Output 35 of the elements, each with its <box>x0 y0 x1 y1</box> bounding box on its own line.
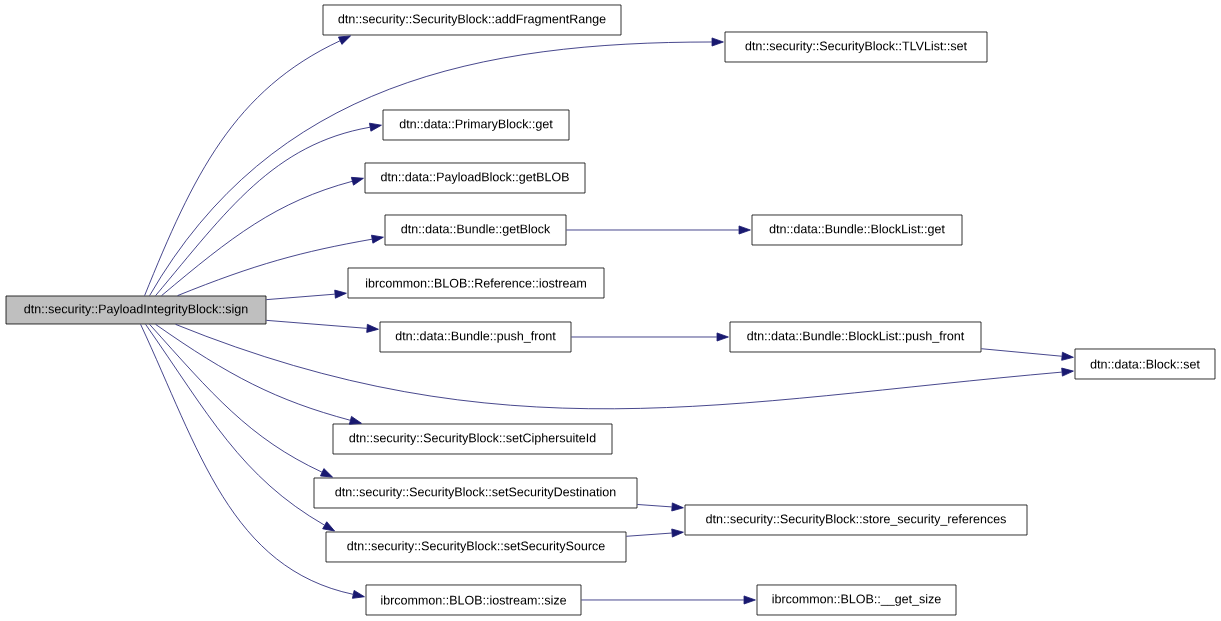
arrow <box>149 37 724 296</box>
arrow <box>145 324 335 532</box>
function-box: dtn::data::Bundle::BlockList::push_front <box>729 321 982 353</box>
function-box: dtn::data::Bundle::push_front <box>379 321 572 353</box>
function-box: dtn::security::SecurityBlock::store_security_references <box>684 504 1028 536</box>
function-box: dtn::data::Block::set <box>1074 348 1216 380</box>
arrow <box>177 234 384 296</box>
arrow <box>140 324 365 599</box>
arrow <box>144 35 351 296</box>
function-box: dtn::security::SecurityBlock::addFragmentRange <box>322 4 622 36</box>
function-box: dtn::security::SecurityBlock::TLVList::set <box>724 31 988 63</box>
arrow <box>981 348 1074 361</box>
function-box: dtn::data::Bundle::BlockList::get <box>751 214 963 246</box>
arrow <box>637 502 684 512</box>
function-box: dtn::data::PrimaryBlock::get <box>382 109 570 141</box>
arrow <box>266 319 379 333</box>
arrow <box>155 324 362 425</box>
arrow <box>581 595 756 605</box>
arrow <box>566 225 751 235</box>
arrow <box>175 324 1074 410</box>
arrow <box>149 324 333 478</box>
function-box: dtn::security::SecurityBlock::setSecuritySource <box>325 531 627 563</box>
arrow <box>266 289 347 301</box>
function-box: dtn::security::SecurityBlock::setCiphersuiteId <box>332 423 613 455</box>
function-box: dtn::security::SecurityBlock::setSecurityDestination <box>313 477 638 509</box>
function-box: dtn::data::PayloadBlock::getBLOB <box>364 162 586 194</box>
arrow <box>626 528 684 538</box>
function-box: ibrcommon::BLOB::__get_size <box>756 584 957 616</box>
function-box: ibrcommon::BLOB::iostream::size <box>365 584 582 616</box>
function-box: dtn::data::Bundle::getBlock <box>384 214 567 246</box>
function-box: dtn::security::PayloadIntegrityBlock::sign <box>5 295 267 325</box>
function-box: ibrcommon::BLOB::Reference::iostream <box>347 267 605 299</box>
arrow <box>161 176 364 296</box>
arrow <box>155 122 382 296</box>
arrow <box>571 332 729 342</box>
